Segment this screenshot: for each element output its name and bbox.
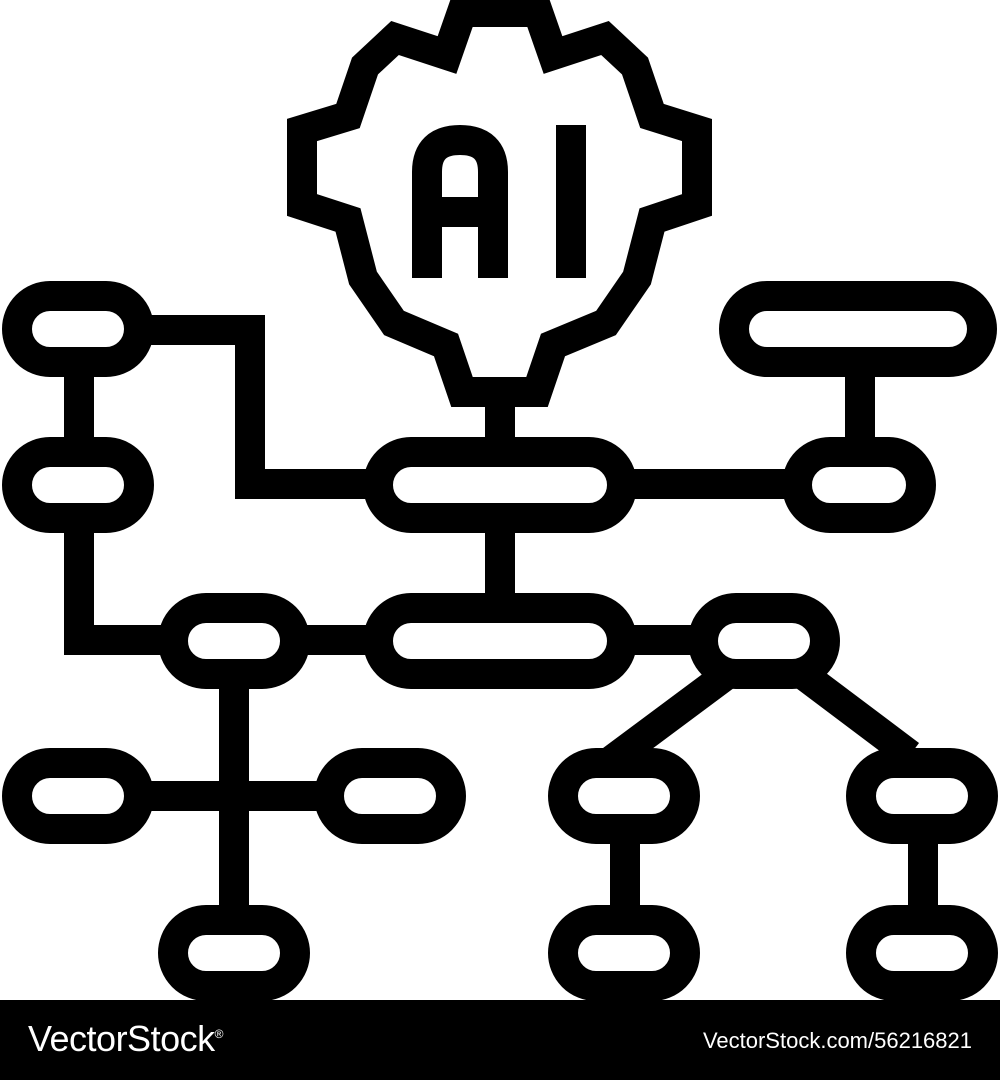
node-cross-right (314, 748, 466, 844)
brand-registered-mark: ® (214, 1027, 224, 1041)
node-tree-left (548, 748, 700, 844)
ai-flowchart-icon (2, 0, 998, 1000)
brand-name: VectorStock (28, 1018, 215, 1059)
connector-left-mid-to-row3 (64, 515, 170, 655)
connector-left-top-to-center (150, 315, 380, 499)
node-left-mid (2, 437, 154, 533)
watermark-footer: VectorStock® VectorStock.com/56216821 (0, 1000, 1000, 1080)
node-tree-right (846, 748, 998, 844)
node-left-top (2, 281, 154, 377)
node-row3-left (158, 593, 310, 689)
brand-logo: VectorStock® (28, 1018, 223, 1060)
node-tree-left-bottom (548, 905, 700, 1000)
node-center (363, 437, 637, 533)
node-cross-bottom (158, 905, 310, 1000)
node-right-mid (782, 437, 936, 533)
stock-id: VectorStock.com/56216821 (702, 1028, 972, 1053)
ai-letter-a (412, 125, 508, 278)
node-row3-right (688, 593, 840, 689)
node-cross-left (2, 748, 154, 844)
node-tree-right-bottom (846, 905, 998, 1000)
node-right-top (719, 281, 997, 377)
node-row3-center (363, 593, 637, 689)
